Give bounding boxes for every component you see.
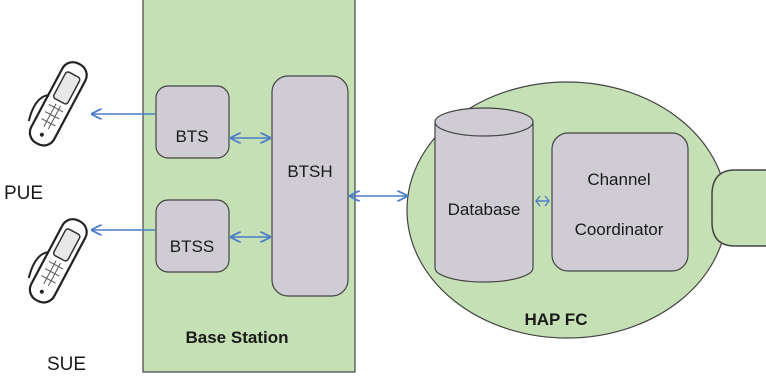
channel-coordinator-box bbox=[551, 132, 689, 272]
bts-box bbox=[155, 85, 230, 159]
phone-icon-pue bbox=[27, 61, 88, 147]
base-station-title: Base Station bbox=[186, 328, 289, 347]
btss-box bbox=[155, 199, 230, 273]
sue-label: SUE bbox=[47, 354, 86, 375]
phone-icon-sue bbox=[27, 218, 88, 304]
btss-label: BTSS bbox=[170, 237, 214, 256]
channel-coordinator-label-line2: Coordinator bbox=[575, 220, 664, 239]
pue-label: PUE bbox=[4, 183, 43, 204]
channel-coordinator-label-line1: Channel bbox=[587, 170, 650, 189]
btsh-label: BTSH bbox=[287, 162, 332, 181]
external-node-partial bbox=[711, 169, 766, 247]
bts-label: BTS bbox=[175, 127, 208, 146]
database-cylinder bbox=[434, 107, 534, 283]
database-label: Database bbox=[448, 200, 521, 219]
btsh-box bbox=[271, 75, 349, 297]
arrow-database-coordinator bbox=[535, 195, 550, 207]
hap-fc-title: HAP FC bbox=[525, 310, 588, 329]
